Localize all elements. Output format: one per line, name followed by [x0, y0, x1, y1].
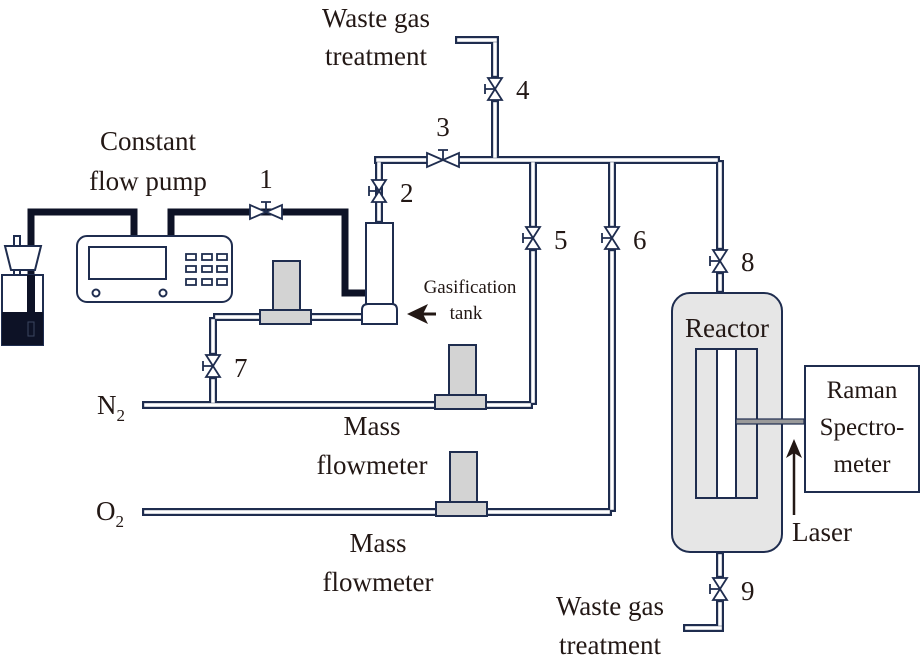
gasification-arrow: [407, 304, 436, 324]
pipe-bore: [144, 510, 610, 514]
flowmeter-n2-line2: flowmeter: [317, 450, 428, 480]
raman-label-line1: Raman: [827, 377, 898, 404]
pump-label-line2: flow pump: [89, 166, 207, 196]
pump-keypad: [185, 253, 228, 286]
reactor: [671, 292, 783, 553]
valve-label: 1: [259, 164, 273, 194]
constant-flow-pump: [76, 235, 233, 303]
gas-pipes: [142, 36, 724, 632]
waste-gas-bottom-line2: treatment: [559, 630, 661, 660]
valve-4[interactable]: 4: [484, 75, 530, 105]
pipe-bore: [211, 319, 215, 353]
pump-label-line1: Constant: [100, 126, 197, 156]
reactor-label: Reactor: [685, 313, 769, 343]
valve-handle-icon: [438, 149, 448, 160]
valve-handle-icon: [522, 233, 533, 243]
valve-handle-icon: [202, 361, 213, 371]
liquid-reservoir: [1, 235, 44, 346]
laser-arrow: [786, 439, 802, 515]
pipe-bore: [531, 162, 535, 226]
gasification-label-line2: tank: [450, 303, 483, 324]
labels: Constant flow pump Gasification tank Was…: [89, 3, 904, 660]
o2-label: O2: [96, 496, 124, 531]
valve-label: 3: [436, 112, 450, 142]
pipe-bore: [610, 162, 614, 226]
valve-8[interactable]: 8: [709, 247, 755, 277]
valve-handle-icon: [484, 84, 495, 94]
pipe-bore: [718, 274, 722, 291]
flowmeter-o2-line2: flowmeter: [323, 567, 434, 597]
pipe-bore: [376, 158, 428, 162]
gasification-label-line1: Gasification: [424, 277, 517, 298]
pipe-bore: [718, 554, 722, 576]
valve-handle-icon: [709, 584, 720, 594]
pipe-bore: [144, 403, 531, 407]
pipe-bore: [457, 158, 718, 162]
valve-7[interactable]: 7: [202, 353, 248, 383]
valve-3[interactable]: 3: [426, 112, 460, 169]
valve-label: 8: [741, 247, 755, 277]
n2-label: N2: [97, 390, 125, 425]
pipe-bore: [718, 602, 722, 626]
flowmeter-n2-line1: Mass: [343, 411, 400, 441]
valve-handle-icon: [261, 201, 271, 212]
valves: 1 2 3 4 5 6 7 8 9: [202, 75, 755, 606]
pipe-bore: [493, 42, 497, 76]
laser-label: Laser: [792, 517, 852, 547]
raman-spectrometer: [804, 365, 920, 493]
mass-flowmeter-n2: [434, 344, 487, 410]
valve-2[interactable]: 2: [368, 178, 414, 208]
pipe-bore: [685, 626, 722, 630]
raman-probe: [735, 418, 805, 425]
waste-gas-top-line1: Waste gas: [322, 3, 430, 33]
valve-5[interactable]: 5: [522, 225, 568, 255]
valve-handle-icon: [601, 233, 612, 243]
valve-6[interactable]: 6: [601, 225, 647, 255]
valve-9[interactable]: 9: [709, 576, 755, 606]
liquid-lines: [27, 208, 367, 297]
mass-flowmeter-o2: [435, 451, 488, 517]
valve-label: 2: [400, 178, 414, 208]
valve-label: 9: [741, 576, 755, 606]
waste-gas-bottom-line1: Waste gas: [556, 591, 664, 621]
raman-label-line3: meter: [834, 451, 892, 478]
mass-flowmeter-tank: [259, 260, 312, 325]
valve-label: 6: [633, 225, 647, 255]
pipe-bore: [457, 38, 497, 42]
waste-gas-top-line2: treatment: [325, 41, 427, 71]
pipe-bore: [718, 162, 722, 248]
pipe-bore: [211, 379, 215, 403]
valve-handle-icon: [368, 186, 379, 196]
pipe-bore: [610, 251, 614, 510]
valve-handle-icon: [709, 256, 720, 266]
raman-label-line2: Spectro-: [820, 414, 905, 441]
valve-label: 5: [554, 225, 568, 255]
gasification-tank: [361, 222, 398, 325]
flowmeter-o2-line1: Mass: [349, 528, 406, 558]
valve-label: 7: [234, 353, 248, 383]
valve-1[interactable]: 1: [249, 164, 283, 221]
valve-label: 4: [516, 75, 530, 105]
pipe-bore: [493, 102, 497, 158]
pipe-bore: [531, 251, 535, 403]
